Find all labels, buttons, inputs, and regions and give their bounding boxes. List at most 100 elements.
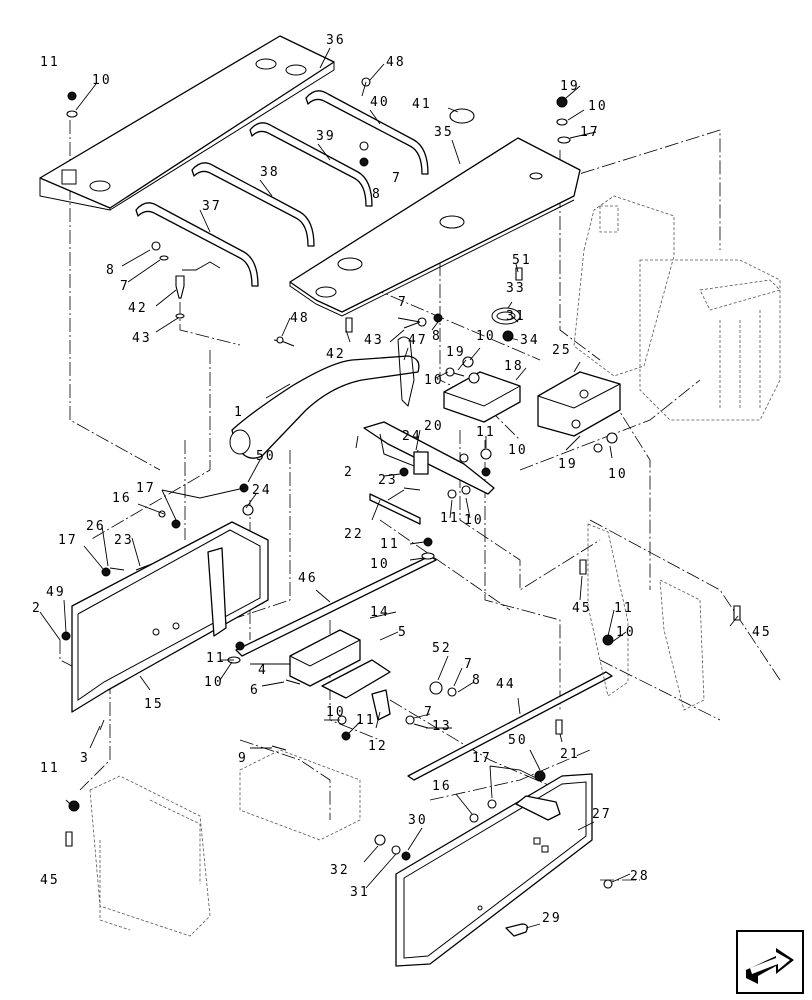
callout: 43 bbox=[132, 331, 152, 346]
callout: 13 bbox=[432, 719, 452, 734]
callout: 4 bbox=[258, 663, 268, 678]
callout: 29 bbox=[542, 911, 562, 926]
callout: 6 bbox=[250, 683, 260, 698]
callout: 8 bbox=[372, 187, 382, 202]
callout: 10 bbox=[204, 675, 224, 690]
callout: 2 bbox=[344, 465, 354, 480]
callout: 23 bbox=[378, 473, 398, 488]
callout: 18 bbox=[504, 359, 524, 374]
callout: 1 bbox=[234, 405, 244, 420]
callout: 16 bbox=[112, 491, 132, 506]
bottom-bar bbox=[407, 671, 613, 781]
leader-lines bbox=[39, 47, 739, 929]
callout: 8 bbox=[472, 673, 482, 688]
callout: 11 bbox=[476, 425, 496, 440]
callout: 33 bbox=[506, 281, 526, 296]
callout: 34 bbox=[520, 333, 540, 348]
brackets bbox=[363, 371, 621, 495]
grommet bbox=[491, 307, 521, 325]
callout: 12 bbox=[368, 739, 388, 754]
left-side-panel bbox=[71, 521, 269, 713]
callout: 11 bbox=[206, 651, 226, 666]
callout: 2 bbox=[32, 601, 42, 616]
callout: 51 bbox=[512, 253, 532, 268]
callout: 19 bbox=[558, 457, 578, 472]
callout: 37 bbox=[202, 199, 222, 214]
callout: 10 bbox=[508, 443, 528, 458]
callout: 10 bbox=[326, 705, 346, 720]
callout: 10 bbox=[464, 513, 484, 528]
hardware bbox=[61, 77, 741, 889]
callout: 11 bbox=[40, 55, 60, 70]
door-panel bbox=[395, 773, 593, 967]
callout: 19 bbox=[560, 79, 580, 94]
callouts: 1 2 2 3 4 5 6 7 7 7 7 7 8 8 8 8 9 10 10 … bbox=[32, 33, 770, 926]
callout: 17 bbox=[472, 751, 492, 766]
callout: 49 bbox=[46, 585, 66, 600]
callout: 43 bbox=[364, 333, 384, 348]
callout: 42 bbox=[326, 347, 346, 362]
callout: 24 bbox=[252, 483, 272, 498]
callout: 7 bbox=[120, 279, 130, 294]
callout: 44 bbox=[496, 677, 516, 692]
callout: 17 bbox=[580, 125, 600, 140]
callout: 28 bbox=[630, 869, 650, 884]
callout: 11 bbox=[380, 537, 400, 552]
callout: 9 bbox=[238, 751, 248, 766]
callout: 14 bbox=[370, 605, 390, 620]
top-cover-panel bbox=[39, 35, 335, 211]
lower-left-frame bbox=[89, 749, 361, 937]
boom-tube bbox=[229, 355, 420, 459]
callout: 23 bbox=[114, 533, 134, 548]
callout: 10 bbox=[616, 625, 636, 640]
callout: 42 bbox=[128, 301, 148, 316]
callout: 50 bbox=[508, 733, 528, 748]
callout: 10 bbox=[476, 329, 496, 344]
callout: 47 bbox=[408, 333, 428, 348]
callout: 27 bbox=[592, 807, 612, 822]
callout: 7 bbox=[398, 295, 408, 310]
callout: 26 bbox=[86, 519, 106, 534]
roof-panel bbox=[289, 137, 581, 317]
callout: 15 bbox=[144, 697, 164, 712]
callout: 35 bbox=[434, 125, 454, 140]
callout: 5 bbox=[398, 625, 408, 640]
callout: 39 bbox=[316, 129, 336, 144]
callout: 8 bbox=[106, 263, 116, 278]
callout: 17 bbox=[58, 533, 78, 548]
callout: 22 bbox=[344, 527, 364, 542]
mount-blocks bbox=[289, 629, 391, 699]
callout: 16 bbox=[432, 779, 452, 794]
callout: 8 bbox=[432, 329, 442, 344]
callout: 11 bbox=[440, 511, 460, 526]
callout: 36 bbox=[326, 33, 346, 48]
callout: 25 bbox=[552, 343, 572, 358]
callout: 10 bbox=[424, 373, 444, 388]
rub-strip bbox=[235, 555, 437, 657]
callout: 45 bbox=[572, 601, 592, 616]
callout: 30 bbox=[408, 813, 428, 828]
callout: 7 bbox=[424, 705, 434, 720]
callout: 20 bbox=[424, 419, 444, 434]
callout: 31 bbox=[506, 309, 526, 324]
callout: 10 bbox=[588, 99, 608, 114]
callout: 24 bbox=[402, 429, 422, 444]
next-page-arrow-icon bbox=[736, 930, 804, 994]
callout: 32 bbox=[330, 863, 350, 878]
callout: 17 bbox=[136, 481, 156, 496]
callout: 48 bbox=[386, 55, 406, 70]
callout: 46 bbox=[298, 571, 318, 586]
callout: 48 bbox=[290, 311, 310, 326]
callout: 3 bbox=[80, 751, 90, 766]
callout: 10 bbox=[370, 557, 390, 572]
callout: 7 bbox=[464, 657, 474, 672]
callout: 31 bbox=[350, 885, 370, 900]
callout: 50 bbox=[256, 449, 276, 464]
radiator-tank-assembly bbox=[573, 195, 781, 421]
next-page-button[interactable] bbox=[736, 930, 804, 994]
callout: 21 bbox=[560, 747, 580, 762]
callout: 11 bbox=[356, 713, 376, 728]
callout: 7 bbox=[392, 171, 402, 186]
callout: 11 bbox=[40, 761, 60, 776]
